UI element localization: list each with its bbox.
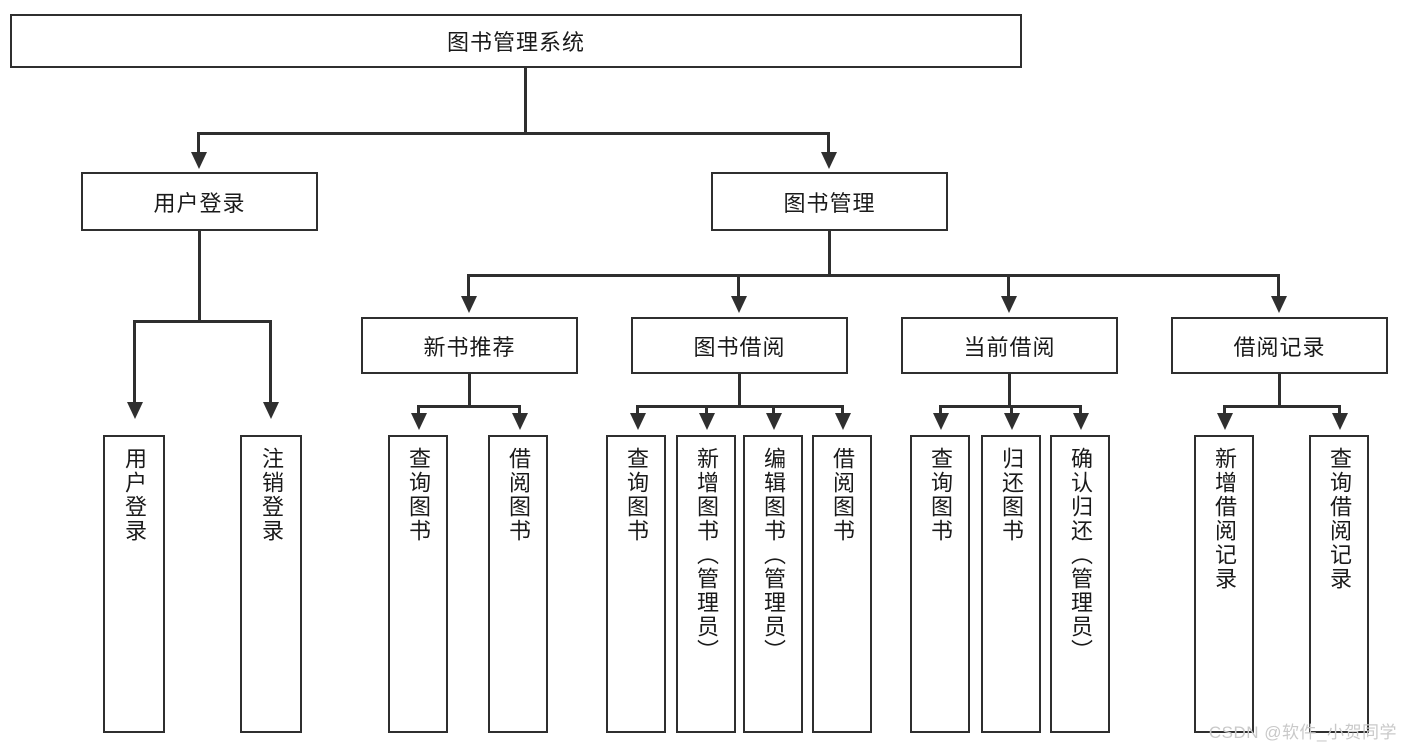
- leaf-add-book[interactable]: 新增图书（管理员）: [676, 435, 736, 733]
- leaf-query-book-2-label: 查询图书: [623, 447, 649, 543]
- leaf-confirm-return[interactable]: 确认归还（管理员）: [1050, 435, 1110, 733]
- node-root-label: 图书管理系统: [446, 30, 585, 55]
- edge-current-borrow-drop-2: [1010, 405, 1013, 415]
- leaf-borrow-book-2-label: 借阅图书: [829, 447, 855, 543]
- edge-book-manage-drop-1: [467, 274, 470, 298]
- leaf-query-book-3-label: 查询图书: [927, 447, 953, 543]
- arrow-new-book-rec-drop-2: [512, 413, 528, 430]
- edge-book-borrow-bus: [636, 405, 844, 408]
- leaf-user-login[interactable]: 用户登录: [103, 435, 165, 733]
- edge-book-manage-drop-4: [1277, 274, 1280, 298]
- edge-book-manage-drop-2: [737, 274, 740, 298]
- edge-new-book-rec-drop-2: [518, 405, 521, 415]
- leaf-edit-book[interactable]: 编辑图书（管理员）: [743, 435, 803, 733]
- arrow-user-login-drop-2: [263, 402, 279, 419]
- arrow-book-borrow-drop-2: [699, 413, 715, 430]
- leaf-add-book-label: 新增图书（管理员）: [693, 447, 719, 663]
- arrow-current-borrow-drop-3: [1073, 413, 1089, 430]
- node-user-login-label: 用户登录: [153, 190, 246, 216]
- arrow-book-borrow-drop-1: [630, 413, 646, 430]
- leaf-add-record[interactable]: 新增借阅记录: [1194, 435, 1254, 733]
- edge-root-stem: [524, 68, 527, 134]
- leaf-borrow-book-1[interactable]: 借阅图书: [488, 435, 548, 733]
- arrow-book-manage-drop-1: [461, 296, 477, 313]
- edge-book-borrow-drop-1: [636, 405, 639, 415]
- edge-root-bus: [197, 132, 830, 135]
- edge-root-to-user-login: [197, 132, 200, 154]
- node-book-manage[interactable]: 图书管理: [711, 172, 948, 231]
- arrow-book-manage-drop-4: [1271, 296, 1287, 313]
- arrow-borrow-record-drop-1: [1217, 413, 1233, 430]
- leaf-logout-label: 注销登录: [258, 447, 284, 543]
- arrow-new-book-rec-drop-1: [411, 413, 427, 430]
- leaf-query-book-1[interactable]: 查询图书: [388, 435, 448, 733]
- arrow-current-borrow-drop-2: [1004, 413, 1020, 430]
- leaf-user-login-label: 用户登录: [121, 447, 147, 543]
- edge-user-login-bus: [133, 320, 272, 323]
- node-new-book-rec-label: 新书推荐: [423, 334, 516, 360]
- edge-borrow-record-drop-1: [1223, 405, 1226, 415]
- arrow-root-to-user-login: [191, 152, 207, 169]
- arrow-root-to-book-manage: [821, 152, 837, 169]
- leaf-query-record[interactable]: 查询借阅记录: [1309, 435, 1369, 733]
- leaf-query-record-label: 查询借阅记录: [1326, 447, 1352, 591]
- leaf-logout[interactable]: 注销登录: [240, 435, 302, 733]
- edge-book-borrow-stem: [738, 374, 741, 407]
- edge-current-borrow-drop-3: [1079, 405, 1082, 415]
- edge-book-borrow-drop-2: [705, 405, 708, 415]
- arrow-book-manage-drop-3: [1001, 296, 1017, 313]
- edge-root-to-book-manage: [827, 132, 830, 154]
- watermark: CSDN @软件_小贺同学: [1208, 723, 1397, 742]
- edge-book-borrow-drop-3: [772, 405, 775, 415]
- edge-book-manage-drop-3: [1007, 274, 1010, 298]
- edge-current-borrow-drop-1: [939, 405, 942, 415]
- edge-user-login-drop-2: [269, 320, 272, 404]
- edge-book-borrow-drop-4: [841, 405, 844, 415]
- arrow-user-login-drop-1: [127, 402, 143, 419]
- edge-book-manage-bus: [467, 274, 1279, 277]
- node-book-borrow[interactable]: 图书借阅: [631, 317, 848, 374]
- edge-borrow-record-bus: [1223, 405, 1341, 408]
- node-current-borrow[interactable]: 当前借阅: [901, 317, 1118, 374]
- edge-user-login-drop-1: [133, 320, 136, 404]
- node-book-manage-label: 图书管理: [783, 190, 876, 216]
- leaf-confirm-return-label: 确认归还（管理员）: [1067, 447, 1093, 663]
- edge-new-book-rec-bus: [417, 405, 521, 408]
- node-current-borrow-label: 当前借阅: [963, 334, 1056, 360]
- arrow-book-borrow-drop-4: [835, 413, 851, 430]
- node-borrow-record-label: 借阅记录: [1233, 334, 1326, 360]
- edge-borrow-record-stem: [1278, 374, 1281, 407]
- edge-borrow-record-drop-2: [1338, 405, 1341, 415]
- leaf-query-book-1-label: 查询图书: [405, 447, 431, 543]
- edge-current-borrow-stem: [1008, 374, 1011, 407]
- leaf-edit-book-label: 编辑图书（管理员）: [760, 447, 786, 663]
- arrow-borrow-record-drop-2: [1332, 413, 1348, 430]
- edge-new-book-rec-stem: [468, 374, 471, 407]
- node-borrow-record[interactable]: 借阅记录: [1171, 317, 1388, 374]
- leaf-return-book-label: 归还图书: [998, 447, 1024, 543]
- leaf-borrow-book-2[interactable]: 借阅图书: [812, 435, 872, 733]
- leaf-query-book-3[interactable]: 查询图书: [910, 435, 970, 733]
- node-book-borrow-label: 图书借阅: [693, 334, 786, 360]
- node-root[interactable]: 图书管理系统: [10, 14, 1022, 68]
- arrow-book-manage-drop-2: [731, 296, 747, 313]
- leaf-add-record-label: 新增借阅记录: [1211, 447, 1237, 591]
- arrow-current-borrow-drop-1: [933, 413, 949, 430]
- arrow-book-borrow-drop-3: [766, 413, 782, 430]
- edge-book-manage-stem: [828, 231, 831, 276]
- edge-new-book-rec-drop-1: [417, 405, 420, 415]
- edge-user-login-stem: [198, 231, 201, 322]
- leaf-query-book-2[interactable]: 查询图书: [606, 435, 666, 733]
- node-user-login[interactable]: 用户登录: [81, 172, 318, 231]
- node-new-book-rec[interactable]: 新书推荐: [361, 317, 578, 374]
- leaf-return-book[interactable]: 归还图书: [981, 435, 1041, 733]
- leaf-borrow-book-1-label: 借阅图书: [505, 447, 531, 543]
